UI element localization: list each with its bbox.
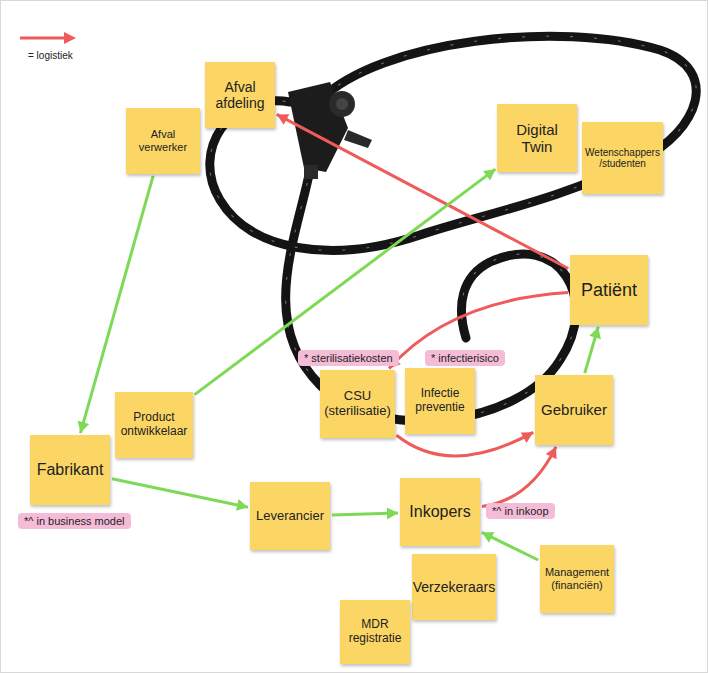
note-text: MDR registratie <box>344 618 406 646</box>
note-text: Digital Twin <box>501 121 573 156</box>
flow-arrow <box>112 479 248 511</box>
sticky-note: Inkopers <box>400 478 480 546</box>
note-text: Afval afdeling <box>209 79 271 111</box>
note-text: Wetenschappers /studenten <box>585 147 660 170</box>
note-text: Management (financiën) <box>544 566 610 591</box>
note-text: Infectie preventie <box>409 387 471 415</box>
note-text: Gebruiker <box>541 401 607 418</box>
sticky-note: Afval verwerker <box>126 108 200 174</box>
note-text: CSU (sterilisatie) <box>324 389 391 419</box>
note-text: Patiënt <box>581 280 637 301</box>
note-text: Afval verwerker <box>130 128 196 153</box>
sticky-note: Afval afdeling <box>205 62 275 128</box>
sticky-note: Leverancier <box>250 482 330 550</box>
sticky-note: CSU (sterilisatie) <box>320 370 395 438</box>
note-text: Verzekeraars <box>413 579 495 595</box>
note-tag: *^ in inkoop <box>486 503 555 519</box>
sticky-note: Patiënt <box>570 255 648 325</box>
flow-arrow <box>482 447 557 507</box>
sticky-note: Management (financiën) <box>540 545 614 613</box>
note-tag: * infectierisico <box>425 350 505 366</box>
flow-arrow <box>397 432 534 456</box>
note-tag: *^ in business model <box>18 513 131 529</box>
sticky-note: Product ontwikkelaar <box>115 392 193 458</box>
note-text: Product ontwikkelaar <box>119 411 189 439</box>
sticky-note: MDR registratie <box>340 600 410 664</box>
sticky-note: Fabrikant <box>30 435 110 505</box>
note-text: Fabrikant <box>37 461 104 479</box>
flow-arrow <box>389 293 568 369</box>
sticky-note: Wetenschappers /studenten <box>582 122 663 194</box>
note-tag: * sterilisatiekosten <box>298 350 399 366</box>
note-text: Leverancier <box>256 509 324 524</box>
legend-text: = logistiek <box>28 50 73 61</box>
flow-arrow <box>585 327 601 373</box>
sticky-note: Gebruiker <box>535 375 613 445</box>
sticky-note: Verzekeraars <box>412 554 496 620</box>
sticky-note: Infectie preventie <box>405 368 475 434</box>
note-text: Inkopers <box>409 503 470 521</box>
sticky-note: Digital Twin <box>497 104 577 172</box>
flow-arrow <box>332 507 398 519</box>
